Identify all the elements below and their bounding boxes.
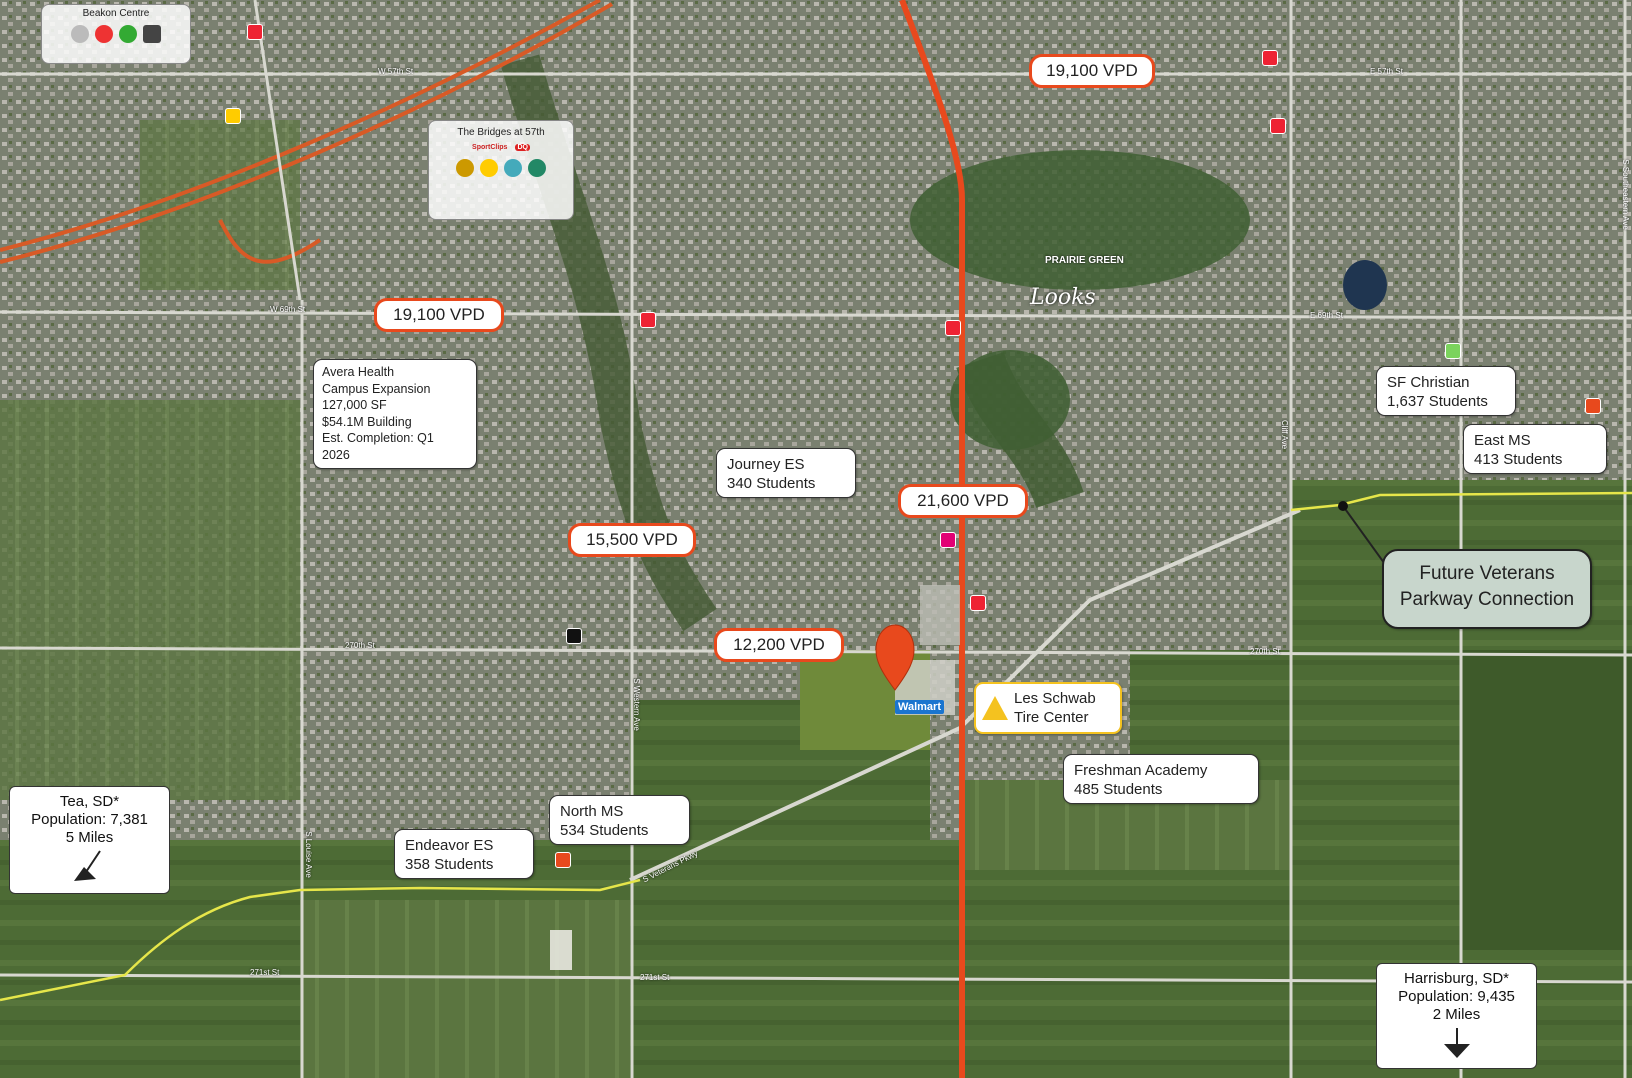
subject-site-pin[interactable] [875, 624, 915, 691]
avera-line: Avera Health [322, 365, 395, 379]
city-name: Harrisburg, SD* [1403, 970, 1510, 987]
logo-icon [71, 25, 89, 43]
road-label-w271: 271st St [250, 968, 280, 977]
avera-line: Est. Completion: Q1 [322, 431, 434, 445]
school-name: SF Christian [1387, 374, 1470, 391]
poi-marker [566, 628, 582, 644]
road-label-w69: W 69th St [270, 305, 306, 314]
road-label-e271: 271st St [640, 973, 670, 982]
poi-marker [970, 595, 986, 611]
store-name: Les Schwab [1014, 690, 1096, 707]
future-road-line [0, 878, 641, 1002]
student-count: 358 Students [405, 856, 494, 873]
road-label-e57: E 57th St [1370, 67, 1403, 76]
beakon-centre-title: Beakon Centre [82, 8, 150, 19]
poi-marker [1262, 50, 1278, 66]
road-label-w270: 270th St [345, 641, 375, 650]
road-label-southeastern: S Southeastern Ave [1620, 159, 1630, 230]
north-ms-callout: North MS 534 Students [549, 795, 690, 845]
traffic-count-western: 15,500 VPD [568, 523, 696, 557]
traffic-count-270th: 12,200 VPD [714, 628, 844, 662]
poi-marker [945, 320, 961, 336]
road-label-e270: 270th St [1250, 647, 1280, 656]
city-population: Population: 7,381 [31, 811, 148, 828]
traffic-count-minnesota: 21,600 VPD [898, 484, 1028, 518]
looks-logo: Looks [1030, 285, 1096, 310]
logo-icon [143, 25, 161, 43]
journey-es-callout: Journey ES 340 Students [716, 448, 856, 498]
school-name: North MS [560, 803, 624, 820]
store-subtitle: Tire Center [1014, 709, 1089, 726]
endeavor-es-callout: Endeavor ES 358 Students [394, 829, 534, 879]
road-label-w57: W 57th St [378, 67, 414, 76]
city-distance: 5 Miles [65, 829, 114, 846]
poi-marker [555, 852, 571, 868]
logo-icon [119, 25, 137, 43]
poi-marker [1445, 343, 1461, 359]
logo-icon [504, 159, 522, 177]
city-population: Population: 9,435 [1398, 988, 1515, 1005]
school-name: Journey ES [727, 456, 805, 473]
arrow-down-icon [1443, 1028, 1470, 1058]
harrisburg-sd-callout: Harrisburg, SD* Population: 9,435 2 Mile… [1376, 963, 1537, 1069]
poi-marker [940, 532, 956, 548]
city-distance: 2 Miles [1432, 1006, 1481, 1023]
sf-christian-callout: SF Christian 1,637 Students [1376, 366, 1516, 416]
tea-sd-callout: Tea, SD* Population: 7,381 5 Miles [9, 786, 170, 894]
beakon-logos [42, 25, 190, 43]
les-schwab-callout[interactable]: Les Schwab Tire Center [974, 682, 1122, 734]
school-name: East MS [1474, 432, 1531, 449]
logo-icon [456, 159, 474, 177]
school-name: Freshman Academy [1074, 762, 1208, 779]
construction-icon [982, 696, 1008, 720]
avera-health-callout: Avera Health Campus Expansion 127,000 SF… [313, 359, 477, 469]
student-count: 340 Students [727, 475, 816, 492]
student-count: 534 Students [560, 822, 649, 839]
city-name: Tea, SD* [59, 793, 120, 810]
avera-line: $54.1M Building [322, 414, 412, 429]
traffic-count-57th: 19,100 VPD [1029, 54, 1155, 88]
road-label-louise: S Louise Ave [303, 831, 313, 878]
poi-marker [1585, 398, 1601, 414]
avera-line: Campus Expansion [322, 381, 431, 396]
road-label-e69: E 69th St [1310, 311, 1343, 320]
callout-line: Parkway Connection [1399, 589, 1575, 610]
freshman-academy-callout: Freshman Academy 485 Students [1063, 754, 1259, 804]
future-veterans-callout: Future Veterans Parkway Connection [1382, 549, 1592, 629]
dq-logo: DQ [515, 144, 530, 151]
bridges-57th-panel: The Bridges at 57th SportClips DQ [428, 120, 574, 220]
school-name: Endeavor ES [405, 837, 494, 854]
poi-marker [225, 108, 241, 124]
prairie-green-label: PRAIRIE GREEN [1045, 255, 1124, 266]
student-count: 413 Students [1474, 451, 1563, 468]
poi-marker [1270, 118, 1286, 134]
logo-icon [480, 159, 498, 177]
poi-marker [247, 24, 263, 40]
callout-line: Future Veterans [1419, 563, 1555, 584]
student-count: 1,637 Students [1387, 393, 1488, 410]
avera-line: 127,000 SF [322, 398, 387, 412]
arrow-down-left-icon [73, 850, 101, 881]
sportclips-logo: SportClips [472, 144, 508, 151]
student-count: 485 Students [1074, 781, 1163, 798]
logo-icon [528, 159, 546, 177]
beakon-centre-panel: Beakon Centre [41, 4, 191, 64]
avera-line: 2026 [322, 447, 350, 462]
bridges-57th-title: The Bridges at 57th [457, 127, 545, 138]
logo-icon [95, 25, 113, 43]
road-label-western: S Western Ave [631, 678, 641, 731]
road-label-cliff: Cliff Ave [1280, 419, 1290, 450]
east-ms-callout: East MS 413 Students [1463, 424, 1607, 474]
poi-marker [640, 312, 656, 328]
walmart-logo: Walmart [895, 700, 944, 714]
traffic-count-69th: 19,100 VPD [374, 298, 504, 332]
